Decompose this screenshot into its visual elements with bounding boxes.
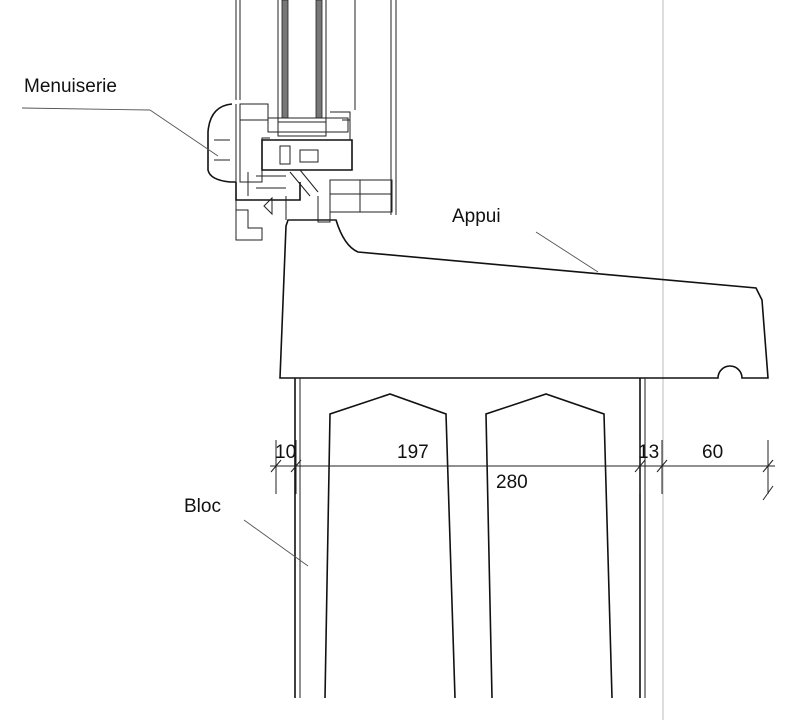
sill-appui [279,219,769,379]
dimension-line [270,440,775,501]
label-bloc: Bloc [184,496,221,517]
dimension-total-280: 280 [496,472,528,493]
dimension-197: 197 [397,442,429,463]
window-frame [235,0,664,720]
masonry-bloc [294,378,646,699]
dimension-13: 13 [638,442,659,463]
label-menuiserie: Menuiserie [24,76,117,97]
leader-lines [21,107,599,567]
dimension-60: 60 [702,442,723,463]
label-appui: Appui [452,206,501,227]
glazing [277,0,327,122]
window-profile [207,103,393,241]
dimension-10: 10 [275,442,296,463]
